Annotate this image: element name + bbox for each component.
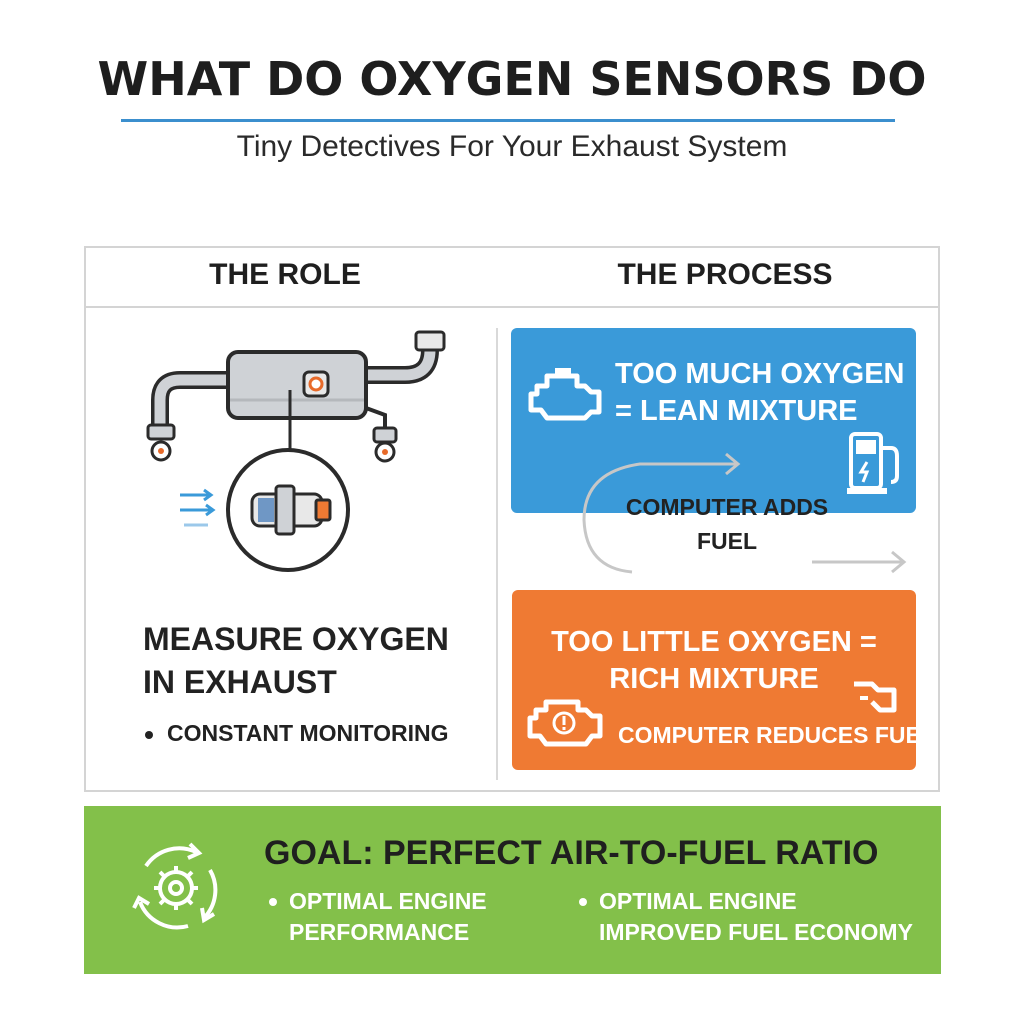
page-title: WHAT DO OXYGEN SENSORS DO bbox=[97, 52, 927, 106]
panel-header-divider bbox=[84, 306, 940, 308]
engine-warning-icon bbox=[527, 699, 603, 747]
computer-reduces-fuel-label: COMPUTER REDUCES FUEL bbox=[618, 722, 935, 748]
page-subtitle: Tiny Detectives For Your Exhaust System bbox=[236, 130, 788, 163]
computer-adds-fuel-label: COMPUTER ADDS FUEL bbox=[625, 494, 829, 554]
process-column-heading: THE PROCESS bbox=[617, 258, 833, 291]
goal-item-text: OPTIMAL ENGINE PERFORMANCE bbox=[289, 888, 487, 945]
column-divider bbox=[496, 328, 498, 780]
bullet-dot bbox=[269, 898, 277, 906]
role-bullet-text: CONSTANT MONITORING bbox=[167, 720, 449, 746]
engine-icon bbox=[528, 368, 602, 421]
role-heading: MEASURE OXYGEN IN EXHAUST bbox=[143, 621, 449, 700]
lean-mixture-title: TOO MUCH OXYGEN = LEAN MIXTURE bbox=[615, 358, 905, 427]
goal-item-text: OPTIMAL ENGINE IMPROVED FUEL ECONOMY bbox=[599, 888, 913, 945]
exhaust-pipe-with-oxygen-sensor-icon bbox=[146, 330, 446, 572]
bullet-dot bbox=[145, 730, 153, 739]
goal-item: OPTIMAL ENGINE PERFORMANCE bbox=[269, 886, 529, 948]
goal-title: GOAL: PERFECT AIR-TO-FUEL RATIO bbox=[264, 834, 879, 872]
role-bullet: CONSTANT MONITORING bbox=[145, 720, 449, 747]
goal-item: OPTIMAL ENGINE IMPROVED FUEL ECONOMY bbox=[579, 886, 919, 948]
info-panel bbox=[84, 246, 940, 792]
goal-banner: GOAL: PERFECT AIR-TO-FUEL RATIO OPTIMAL … bbox=[84, 806, 941, 974]
flow-arrows bbox=[582, 452, 907, 574]
role-column-heading: THE ROLE bbox=[209, 258, 361, 291]
bullet-dot bbox=[579, 898, 587, 906]
lean-mixture-card: TOO MUCH OXYGEN = LEAN MIXTURE bbox=[511, 328, 916, 513]
rich-mixture-title: TOO LITTLE OXYGEN = RICH MIXTURE bbox=[551, 626, 877, 695]
title-underline bbox=[121, 119, 895, 122]
fuel-nozzle-icon bbox=[854, 681, 897, 713]
fuel-pump-icon bbox=[847, 432, 899, 494]
gear-cycle-icon bbox=[132, 842, 218, 930]
rich-mixture-card: TOO LITTLE OXYGEN = RICH MIXTURE COMPUTE… bbox=[512, 590, 935, 770]
